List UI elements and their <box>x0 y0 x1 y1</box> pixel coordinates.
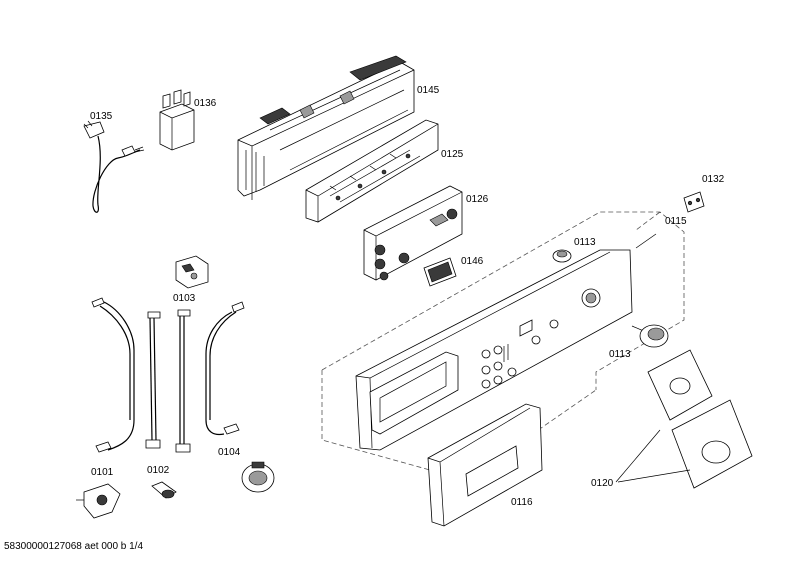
power-cord-0135[interactable] <box>83 120 145 213</box>
label-0113-top: 0113 <box>574 237 596 248</box>
label-0101: 0101 <box>91 467 114 478</box>
programmer-knob-bottom[interactable] <box>241 461 275 493</box>
label-0103: 0103 <box>173 293 196 304</box>
wire-harness-0102b[interactable] <box>175 309 191 453</box>
label-0132: 0132 <box>702 174 725 185</box>
label-0135: 0135 <box>90 111 113 122</box>
switch-0103[interactable] <box>175 255 209 289</box>
cover-plate-0120-a[interactable] <box>647 349 713 421</box>
leader-0120 <box>615 429 691 483</box>
wire-harness-0104[interactable] <box>205 301 245 436</box>
module-housing-0145[interactable] <box>237 55 415 200</box>
sensor-bottom-middle[interactable] <box>151 481 177 499</box>
label-0145: 0145 <box>417 85 440 96</box>
label-0104: 0104 <box>218 447 241 458</box>
display-lens-0146[interactable] <box>423 257 457 287</box>
filter-capacitor-0136[interactable] <box>159 89 195 151</box>
drawer-front-0116[interactable] <box>427 403 543 527</box>
cover-plate-0120-b[interactable] <box>671 399 753 489</box>
document-footer: 58300000127068 aet 000 b 1/4 <box>4 541 144 552</box>
display-board-0126[interactable] <box>363 185 463 281</box>
label-0120: 0120 <box>591 478 614 489</box>
label-0115: 0115 <box>665 216 687 227</box>
knob-0113-rotary[interactable] <box>631 324 669 348</box>
leader-0115 <box>635 233 657 249</box>
label-0113-rotary: 0113 <box>609 349 631 360</box>
control-panel-0115[interactable] <box>355 249 633 451</box>
label-0125: 0125 <box>441 149 464 160</box>
label-0102: 0102 <box>147 465 170 476</box>
wire-harness-0101[interactable] <box>91 297 135 453</box>
label-0126: 0126 <box>466 194 489 205</box>
panel-outline-0115 <box>321 211 685 481</box>
label-0136: 0136 <box>194 98 217 109</box>
knob-0113-top[interactable] <box>552 249 572 263</box>
pressure-switch-bottom-left[interactable] <box>76 483 121 519</box>
label-0146: 0146 <box>461 256 484 267</box>
wire-harness-0102a[interactable] <box>145 311 161 449</box>
circuit-board-0125[interactable] <box>305 119 439 223</box>
bracket-0132[interactable] <box>683 191 705 213</box>
label-0116: 0116 <box>511 497 533 508</box>
